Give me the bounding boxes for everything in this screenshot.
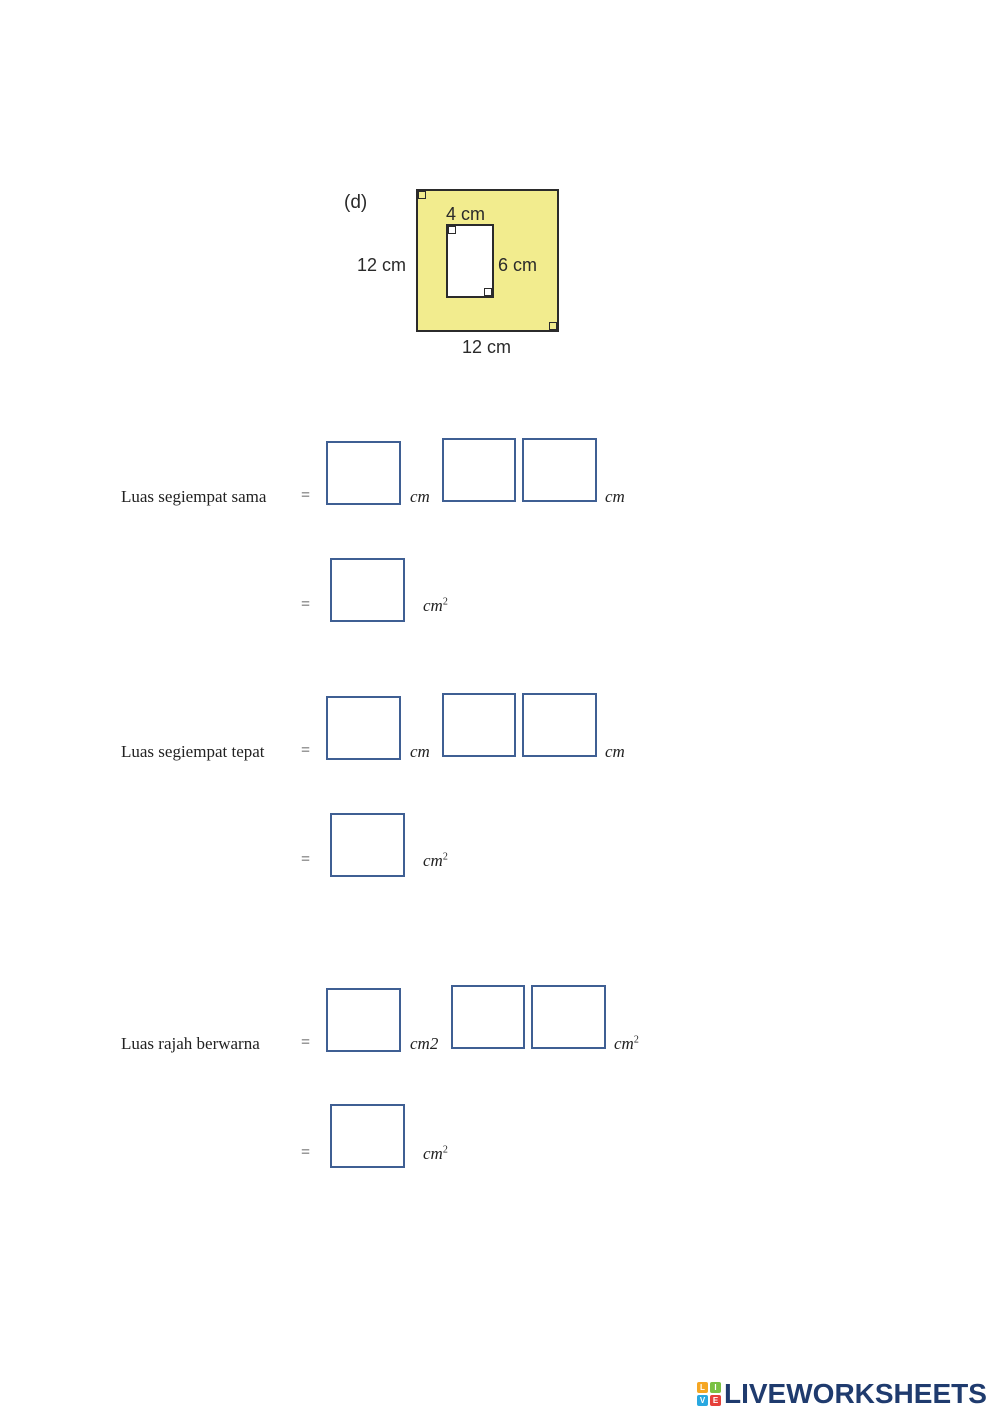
answer-box-square-area-value[interactable] [326, 988, 401, 1052]
answer-box-square-operator[interactable] [442, 438, 516, 502]
answer-box-rectangle-width[interactable] [522, 693, 597, 757]
area-unit-label: cm2 [423, 1144, 448, 1163]
logo-mark-letter: V [697, 1395, 708, 1406]
unit-label: cm [605, 487, 625, 506]
answer-box-square-side-1[interactable] [326, 441, 401, 505]
unit-label: cm [605, 742, 625, 761]
shaded-area-label: Luas rajah berwarna [121, 1034, 260, 1053]
answer-box-shaded-operator[interactable] [451, 985, 525, 1049]
logo-mark-letter: E [710, 1395, 721, 1406]
figure-label: (d) [344, 192, 368, 213]
outer-base-label: 12 cm [462, 337, 512, 357]
area-unit-label: cm2 [423, 851, 448, 870]
equals-sign: = [301, 1144, 311, 1161]
equals-sign: = [301, 596, 311, 613]
answer-box-square-side-2[interactable] [522, 438, 597, 502]
rectangle-area-label: Luas segiempat tepat [121, 742, 265, 761]
answer-box-rectangle-operator[interactable] [442, 693, 516, 757]
area-unit-label: cm2 [423, 596, 448, 615]
answer-box-rectangle-area[interactable] [330, 813, 405, 877]
unit-label: cm2 [410, 1034, 439, 1053]
right-angle-mark-inner-top-left [448, 226, 456, 234]
answer-box-rectangle-area-value[interactable] [531, 985, 606, 1049]
right-angle-mark-inner-bottom-right [484, 288, 492, 296]
inner-rectangle [446, 224, 494, 298]
area-unit-label: cm2 [614, 1034, 639, 1053]
equals-sign: = [301, 1034, 311, 1051]
equals-sign: = [301, 487, 311, 504]
equals-sign: = [301, 851, 311, 868]
answer-box-square-area[interactable] [330, 558, 405, 622]
inner-width-label: 4 cm [446, 204, 486, 224]
equals-sign: = [301, 742, 311, 759]
right-angle-mark-bottom-right [549, 322, 557, 330]
answer-box-rectangle-length[interactable] [326, 696, 401, 760]
answer-box-shaded-area[interactable] [330, 1104, 405, 1168]
logo-text: LIVEWORKSHEETS [724, 1378, 987, 1409]
inner-height-label: 6 cm [498, 255, 538, 275]
logo-mark-letter: I [710, 1382, 721, 1393]
liveworksheets-logo: L I V E LIVEWORKSHEETS [697, 1379, 987, 1409]
logo-mark-letter: L [697, 1382, 708, 1393]
outer-side-label: 12 cm [357, 255, 407, 275]
unit-label: cm [410, 742, 430, 761]
unit-label: cm [410, 487, 430, 506]
square-area-label: Luas segiempat sama [121, 487, 267, 506]
right-angle-mark-top-left [418, 191, 426, 199]
logo-mark: L I V E [697, 1382, 721, 1406]
